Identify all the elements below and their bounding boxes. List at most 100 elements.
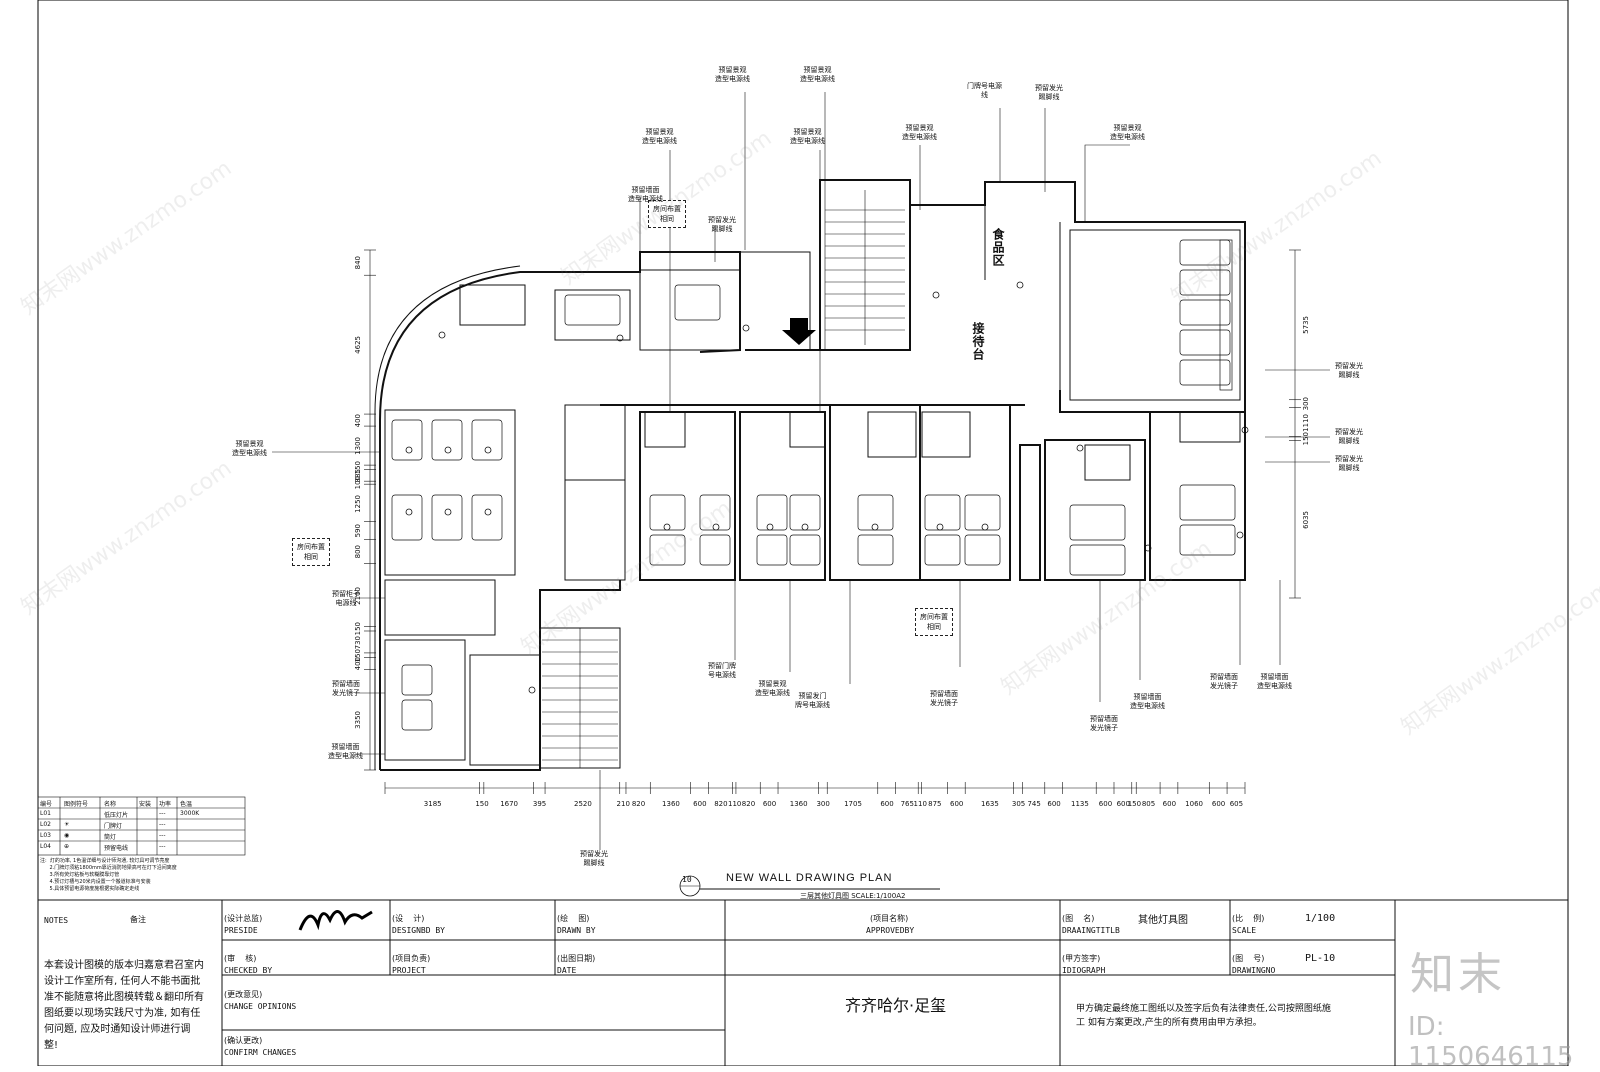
tb-change-en: CHANGE OPINIONS [224, 1002, 297, 1011]
tb-project-name-en: APPROVEDBY [866, 926, 915, 935]
tb-designer-cn: (设 计) [392, 914, 425, 923]
tb-drawing-name-cn: (图 名) [1062, 914, 1095, 923]
annotation-door-plate: 预留门牌 号电源线 [708, 662, 736, 679]
dimension-bottom-value: 805 [1141, 800, 1156, 808]
dimension-bottom-value: 765 [900, 800, 914, 808]
annotation-landscape-power: 预留景观 造型电源线 [790, 128, 825, 145]
legend-cell: 低压灯片 [104, 812, 129, 819]
annotation-glow-kick: 预留发光 踢脚线 [1335, 428, 1363, 445]
dimension-bottom-value: 110 [728, 800, 742, 808]
legend-header: 编号 [40, 801, 53, 808]
tb-director-cn: (设计总监) [224, 914, 263, 923]
annotation-wall-mirror: 预留墙面 发光镜子 [332, 680, 360, 697]
dimension-bottom-value: 1060 [1185, 800, 1203, 808]
tb-scale-value: 1/100 [1305, 913, 1336, 924]
tb-drawingno-en: DRAWINGNO [1232, 966, 1276, 975]
legend-header: 名称 [104, 801, 117, 808]
legend-grid [37, 796, 246, 856]
tb-designer-en: DESIGNBD BY [392, 926, 445, 935]
entrance-arrow-icon [782, 318, 816, 345]
plan-heading: NEW WALL DRAWING PLAN [726, 872, 893, 884]
dimension-bottom-value: 600 [880, 800, 894, 808]
layout-note-bottom: 房间布置 相同 [915, 608, 953, 636]
tb-drawn-en: DRAWN BY [557, 926, 596, 935]
annotation-hair-door-plate: 预留发门 牌号电源线 [795, 692, 830, 709]
tb-project-lead-en: PROJECT [392, 966, 426, 975]
legend-cell: ◉ [64, 832, 70, 839]
dimension-bottom-value: 600 [1162, 800, 1177, 808]
legend-cell: 预留电线 [104, 845, 129, 852]
annotation-landscape-power: 预留景观 造型电源线 [902, 124, 937, 141]
dimension-left-value: 3350 [354, 711, 362, 730]
annotation-landscape-power: 预留景观 造型电源线 [715, 66, 750, 83]
dimension-left-value: 730 [354, 635, 362, 650]
layout-note-left: 房间布置 相同 [292, 538, 330, 566]
plan-number: 10 [682, 875, 692, 884]
dimension-bottom-value: 600 [1098, 800, 1113, 808]
dimension-right-value: 300 [1302, 397, 1310, 411]
dimension-bottom-value: 820 [741, 800, 756, 808]
tb-checker-en: CHECKED BY [224, 966, 273, 975]
annotation-landscape-power: 预留景观 造型电源线 [642, 128, 677, 145]
annotation-landscape-power: 预留景观 造型电源线 [1110, 124, 1145, 141]
legend-cell: ☀ [64, 821, 70, 828]
dimension-bottom-value: 3185 [423, 800, 442, 808]
annotation-glow-kick: 预留发光 踢脚线 [580, 850, 608, 867]
dimension-right-value: 5735 [1302, 316, 1310, 335]
dimension-left-value: 400 [354, 413, 362, 428]
tb-client-sign-en: IDIOGRAPH [1062, 966, 1106, 975]
legend-cell: ⊕ [64, 843, 70, 850]
dimension-bottom-value: 600 [950, 800, 964, 808]
dimension-left-value: 590 [354, 524, 362, 538]
dimension-bottom-value: 2520 [574, 800, 592, 808]
leader-lines [272, 92, 1330, 850]
annotation-glow-kick: 预留发光 踢脚线 [708, 216, 736, 233]
dimension-left-value: 4625 [354, 336, 362, 355]
tb-date-cn: (出图日期) [557, 954, 596, 963]
dimension-bottom-value: 875 [928, 800, 942, 808]
dimension-bottom-value: 820 [714, 800, 728, 808]
legend-cell: 门牌灯 [104, 823, 123, 830]
dimension-right-value: 6035 [1302, 510, 1310, 529]
watermark-id: ID: 1150646115 [1408, 1012, 1574, 1072]
tb-drawing-name-value: 其他灯具图 [1138, 915, 1188, 926]
dimension-bottom-value: 600 [1211, 800, 1226, 808]
annotation-glow-kick: 预留发光 踢脚线 [1335, 362, 1363, 379]
tb-project-value: 齐齐哈尔·足玺 [845, 996, 947, 1015]
dimension-bottom-value: 300 [816, 800, 830, 808]
tb-client-statement: 甲方确定最终施工图纸以及签字后负有法律责任,公司按照图纸施 工 如有方案更改,产… [1076, 1004, 1331, 1028]
tb-client-sign-cn: (甲方签字) [1062, 954, 1101, 963]
annotation-glow-kick: 预留发光 踢脚线 [1335, 455, 1363, 472]
signature [298, 910, 373, 931]
annotation-landscape-power: 预留景观 造型电源线 [755, 680, 790, 697]
dimension-left-value: 800 [354, 545, 362, 559]
dimension-bottom-value: 820 [631, 800, 646, 808]
plan-subheading: 三层其他灯具图 SCALE:1/100A2 [800, 892, 906, 900]
tb-scale-cn: (比 例) [1232, 914, 1265, 923]
dimension-bottom-value: 1635 [981, 800, 999, 808]
watermark-logo: 知末 [1410, 949, 1506, 1000]
beds [391, 239, 1236, 731]
legend-cell: 3000K [180, 810, 200, 817]
annotation-landscape-power: 预留景观 造型电源线 [232, 440, 267, 457]
dimension-bottom-value: 210 [616, 800, 630, 808]
tb-project-lead-cn: (项目负责) [392, 954, 431, 963]
annotation-cabinet-power: 预留柜子 电源线 [332, 590, 360, 607]
legend-header: 图例符号 [64, 801, 89, 808]
legend-cell: 筒灯 [104, 834, 117, 841]
annotation-wall-power: 预留墙面 造型电源线 [628, 186, 663, 203]
tb-checker-cn: (审 核) [224, 954, 257, 963]
tb-copyright: 本套设计图模的版本归嘉意君召室内 设计工作室所有, 任何人不能书面批 准不能随意… [44, 960, 204, 1051]
legend-cell: L02 [40, 821, 51, 828]
tb-drawingno-cn: (图 号) [1232, 954, 1265, 963]
food-area-label: 食品区 [991, 228, 1005, 267]
dimension-bottom-value: 1135 [1070, 800, 1089, 808]
tb-drawingno-value: PL-10 [1305, 953, 1336, 964]
tb-drawn-cn: (绘 图) [557, 914, 590, 923]
legend-header: 色温 [180, 801, 193, 808]
tb-scale-en: SCALE [1232, 926, 1257, 935]
annotation-landscape-power: 预留景观 造型电源线 [800, 66, 835, 83]
tb-remarks-label: 备注 [130, 915, 146, 924]
tb-director-en: PRESIDE [224, 926, 258, 935]
